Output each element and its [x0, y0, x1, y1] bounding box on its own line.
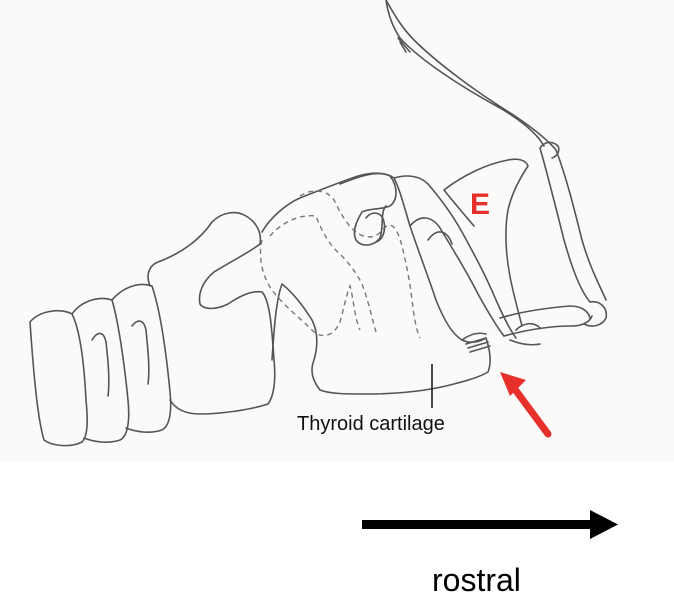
thyroid-notch: [461, 332, 491, 353]
arytenoid-cartilage: [339, 172, 397, 246]
tracheal-ring-3: [111, 283, 172, 433]
cricoid-cartilage: [147, 211, 276, 415]
epiglottis-label: E: [470, 188, 490, 221]
aryepiglottic-fold: [393, 175, 517, 339]
thyroid-cartilage-label: Thyroid cartilage: [297, 413, 445, 435]
tracheal-ring-inner: [91, 320, 150, 397]
tracheal-ring-2: [71, 297, 130, 443]
right-arrow-icon: [362, 510, 618, 539]
hyoid-apparatus: [385, 0, 608, 346]
arytenoid-dashed: [299, 190, 421, 339]
direction-label: rostral: [432, 562, 521, 598]
corniculate-lobe: [365, 212, 386, 243]
thyroid-lamina-dashed: [259, 215, 377, 337]
thyroid-cartilage-outline: [261, 172, 491, 395]
tracheal-ring-1: [29, 309, 88, 447]
red-pointer-arrow-icon: [500, 372, 552, 438]
tracheal-rings: [29, 283, 172, 447]
epiglottis: [443, 158, 529, 327]
